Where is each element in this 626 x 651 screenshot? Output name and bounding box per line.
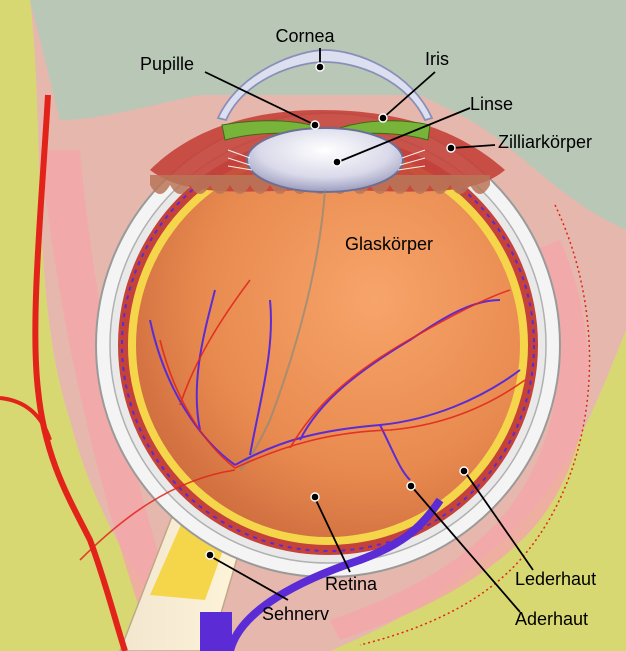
label-iris: Iris xyxy=(425,49,449,69)
label-linse: Linse xyxy=(470,94,513,114)
label-pupille: Pupille xyxy=(140,54,194,74)
label-sehnerv: Sehnerv xyxy=(262,604,329,624)
label-zilliarkoerper: Zilliarkörper xyxy=(498,132,592,152)
label-aderhaut: Aderhaut xyxy=(515,609,588,629)
vitreous-body xyxy=(136,153,520,537)
lens-shape xyxy=(247,128,403,192)
label-lederhaut: Lederhaut xyxy=(515,569,596,589)
vein-stump xyxy=(200,612,232,651)
label-cornea: Cornea xyxy=(275,26,335,46)
label-retina: Retina xyxy=(325,574,378,594)
label-glaskoerper: Glaskörper xyxy=(345,234,433,254)
